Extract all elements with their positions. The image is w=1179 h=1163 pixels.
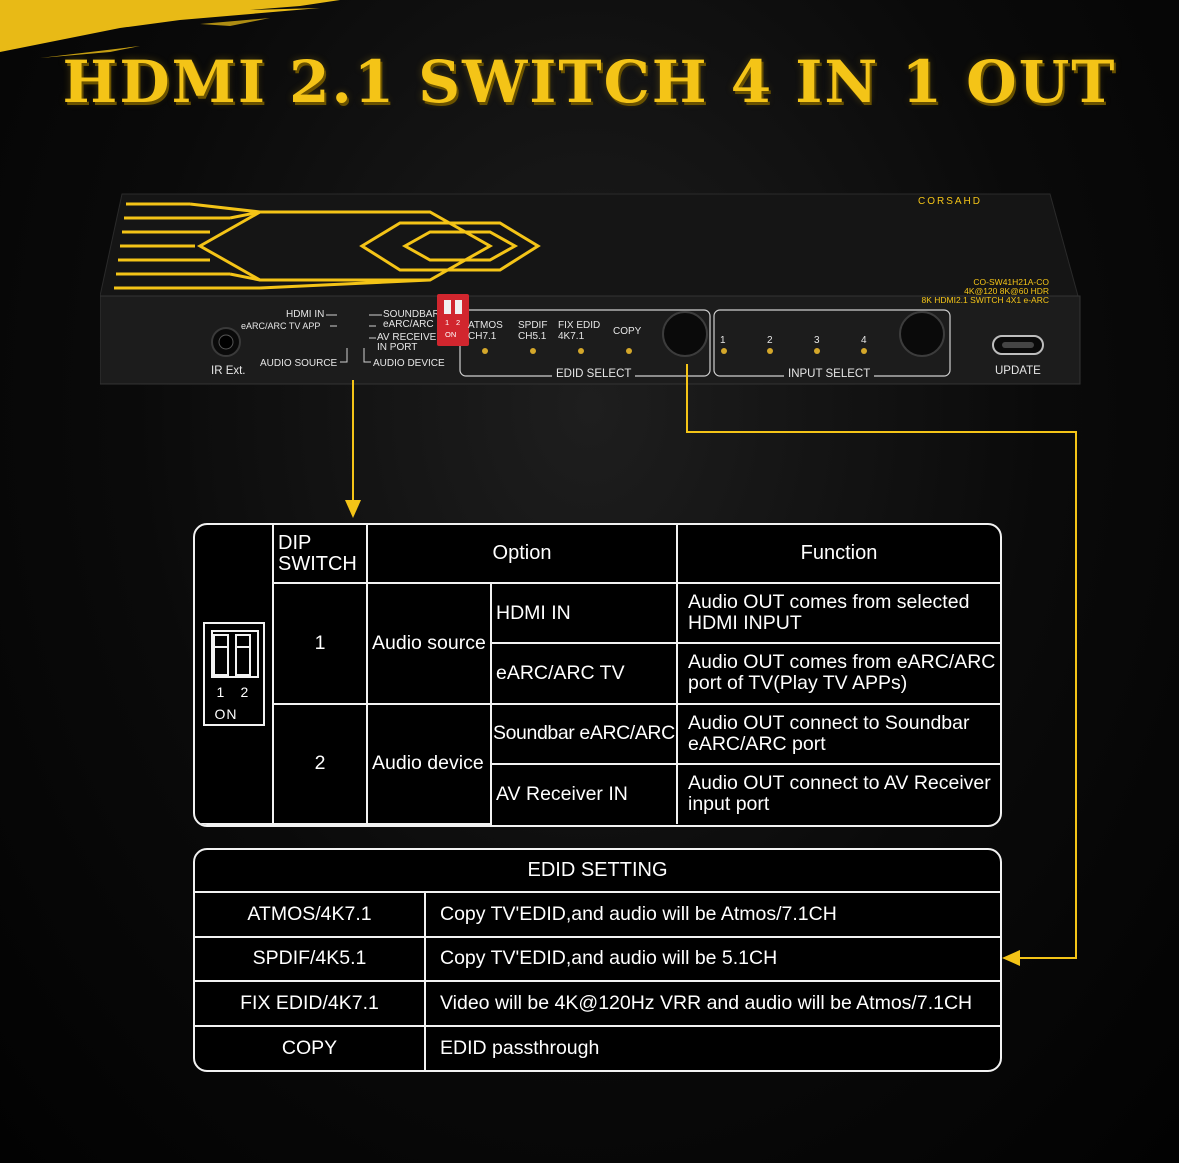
- header-dip-switch: DIP SWITCH: [272, 525, 368, 585]
- table-row: SPDIF/4K5.1 Copy TV'EDID,and audio will …: [195, 935, 1000, 983]
- dip-label-audio-source: AUDIO SOURCE: [260, 358, 338, 369]
- dip-switch-icon: 1 2 ON: [202, 622, 265, 726]
- edid-arrow-line: [686, 364, 1077, 959]
- edid-mode: FIX EDID/4K7.1: [195, 980, 426, 1027]
- option-name: Audio source: [366, 582, 492, 705]
- header-option: Option: [366, 525, 678, 585]
- dip-label-soundbar-earc: eARC/ARC: [383, 319, 434, 330]
- edid-mode: ATMOS/4K7.1: [195, 891, 426, 938]
- option-value: HDMI IN: [490, 582, 678, 645]
- option-value: Soundbar eARC/ARC: [490, 702, 678, 765]
- dip-icon-cell: 1 2 ON: [195, 525, 274, 825]
- table-row: 2 Audio device Soundbar eARC/ARC Audio O…: [195, 702, 1000, 825]
- input-led-label-3: 3: [814, 335, 820, 346]
- update-label: UPDATE: [995, 365, 1041, 377]
- dip-label-hdmi-in: HDMI IN: [286, 309, 325, 320]
- page-title: HDMI 2.1 SWITCH 4 IN 1 OUT: [62, 48, 1117, 116]
- paint-splash-decoration: [0, 0, 340, 58]
- function-text: Audio OUT connect to Soundbar eARC/ARC p…: [676, 702, 1000, 765]
- dip-switch-1[interactable]: [444, 300, 451, 314]
- dip-label-audio-device: AUDIO DEVICE: [373, 358, 445, 369]
- dip-switch-2[interactable]: [455, 300, 462, 314]
- function-text: Audio OUT comes from eARC/ARC port of TV…: [676, 642, 1000, 705]
- dip-switch[interactable]: 1 2 ON: [437, 294, 469, 346]
- option-name: Audio device: [366, 702, 492, 825]
- dip-label-earc-tv-app: eARC/ARC TV APP: [241, 321, 321, 331]
- dip-label-soundbar: SOUNDBAR: [383, 309, 440, 320]
- edid-led-label-4: COPY: [613, 326, 642, 337]
- function-text: Audio OUT connect to AV Receiver input p…: [676, 762, 1000, 824]
- device-body: [100, 193, 1081, 385]
- dip-label-av-receiver: AV RECEIVER: [377, 332, 444, 343]
- dip-switch-on-label: ON: [445, 330, 457, 339]
- edid-description: Copy TV'EDID,and audio will be Atmos/7.1…: [424, 891, 1000, 938]
- header-function: Function: [676, 525, 1000, 585]
- edid-arrow-head: [1002, 950, 1020, 966]
- switch-number: 2: [272, 702, 368, 825]
- switch-number: 1: [272, 582, 368, 705]
- edid-description: Copy TV'EDID,and audio will be 5.1CH: [424, 935, 1000, 983]
- edid-table-header-row: EDID SETTING: [195, 850, 1000, 894]
- dip-switch-2-label: 2: [456, 318, 461, 327]
- edid-mode: SPDIF/4K5.1: [195, 935, 426, 983]
- brand-logo: CORSAHD: [918, 196, 983, 207]
- edid-select-label: EDID SELECT: [552, 368, 636, 380]
- table-row: eARC/ARC TV Audio OUT comes from eARC/AR…: [195, 642, 1000, 705]
- table-row: ATMOS/4K7.1 Copy TV'EDID,and audio will …: [195, 891, 1000, 938]
- edid-mode: COPY: [195, 1024, 426, 1070]
- input-led-label-4: 4: [861, 335, 867, 346]
- input-led-label-2: 2: [767, 335, 773, 346]
- function-text: Audio OUT comes from selected HDMI INPUT: [676, 582, 1000, 645]
- table-row: COPY EDID passthrough: [195, 1024, 1000, 1070]
- option-value: eARC/ARC TV: [490, 642, 678, 705]
- table-row: 1 Audio source HDMI IN Audio OUT comes f…: [195, 582, 1000, 705]
- input-led-label-1: 1: [720, 335, 726, 346]
- table-row: AV Receiver IN Audio OUT connect to AV R…: [195, 762, 1000, 824]
- edid-description: Video will be 4K@120Hz VRR and audio wil…: [424, 980, 1000, 1027]
- model-text: CO-SW41H21A-CO 4K@120 8K@60 HDR 8K HDMI2…: [921, 277, 1049, 305]
- option-value: AV Receiver IN: [490, 762, 678, 824]
- edid-table-title: EDID SETTING: [195, 850, 1000, 894]
- dip-table-header-row: 1 2 ON DIP SWITCH Option Function: [195, 525, 1000, 825]
- dip-switch-1-label: 1: [445, 318, 450, 327]
- dip-label-in-port: IN PORT: [377, 342, 418, 353]
- ir-ext-label: IR Ext.: [211, 365, 246, 377]
- input-select-label: INPUT SELECT: [784, 368, 875, 380]
- hdmi-switch-device: CORSAHD CO-SW41H21A-CO 4K@120 8K@60 HDR …: [100, 190, 1085, 400]
- edid-setting-table: EDID SETTING ATMOS/4K7.1 Copy TV'EDID,an…: [193, 848, 1002, 1072]
- table-row: FIX EDID/4K7.1 Video will be 4K@120Hz VR…: [195, 980, 1000, 1027]
- edid-description: EDID passthrough: [424, 1024, 1000, 1070]
- dip-arrow-head: [345, 500, 361, 518]
- dip-switch-table: 1 2 ON DIP SWITCH Option Function 1 Audi…: [193, 523, 1002, 827]
